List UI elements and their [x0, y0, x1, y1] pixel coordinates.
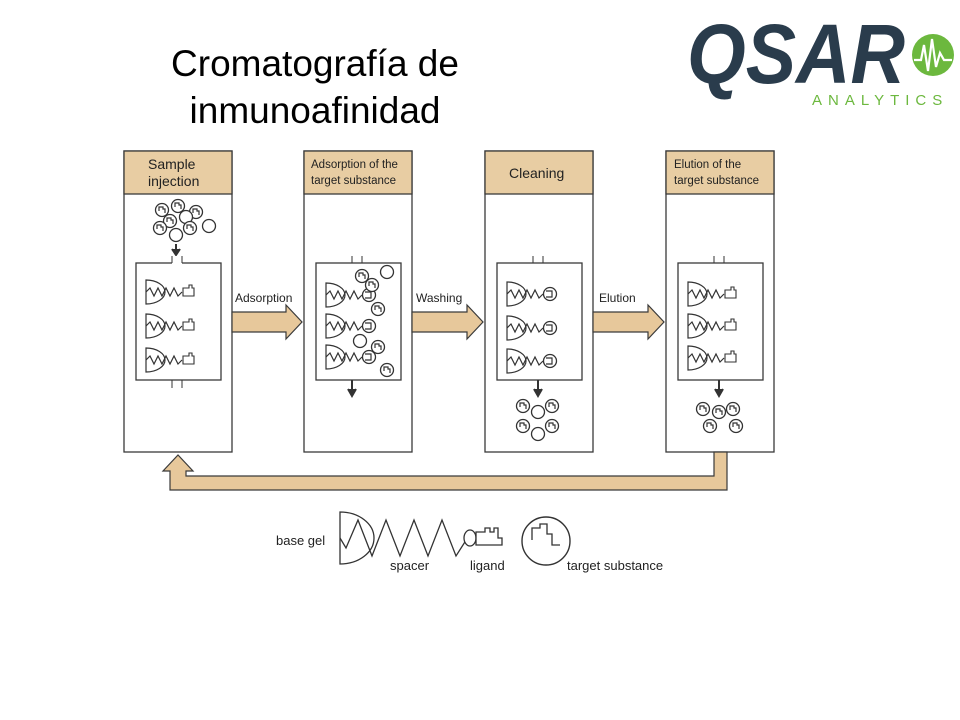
- legend-target-label: target substance: [567, 558, 663, 573]
- slide-title: Cromatografía de inmunoafinidad: [171, 43, 459, 126]
- spacer-shape: [339, 518, 471, 558]
- target-substance-shape: [521, 516, 571, 566]
- arrow-elution: Elution: [592, 291, 665, 341]
- step-elution: Elution of the target substance: [665, 150, 775, 453]
- logo-leaf-icon: [912, 34, 954, 76]
- arrow-washing: Washing: [411, 291, 484, 341]
- arrow-adsorption: Adsorption: [231, 291, 303, 341]
- logo-wordmark: QSAR: [687, 7, 905, 101]
- legend-spacer-label: spacer: [390, 558, 430, 573]
- ligand-shape: [463, 527, 503, 547]
- legend-base-gel-label: base gel: [276, 533, 325, 548]
- step-sample-injection: Sample injection: [123, 150, 233, 453]
- legend-ligand-label: ligand: [470, 558, 505, 573]
- logo-tagline: ANALYTICS: [812, 92, 948, 109]
- arrow-label: Adsorption: [235, 291, 292, 305]
- step-label: Sample: [148, 156, 196, 172]
- step-adsorption: Adsorption of the target substance: [303, 150, 413, 453]
- step-label: Elution of the: [674, 159, 741, 171]
- arrow-label: Elution: [599, 291, 636, 305]
- step-label: Adsorption of the: [311, 159, 398, 171]
- return-arrow: [161, 451, 728, 491]
- base-gel-shape: [339, 511, 375, 565]
- step-label: injection: [148, 173, 199, 189]
- legend: base gel spacer ligand target substance: [276, 511, 663, 573]
- step-cleaning: Cleaning: [484, 150, 594, 453]
- qsar-analytics-logo: QSAR ANALYTICS: [687, 7, 954, 109]
- arrow-label: Washing: [416, 291, 462, 305]
- step-label: Cleaning: [509, 165, 564, 181]
- step-label: target substance: [311, 175, 396, 187]
- step-label: target substance: [674, 175, 759, 187]
